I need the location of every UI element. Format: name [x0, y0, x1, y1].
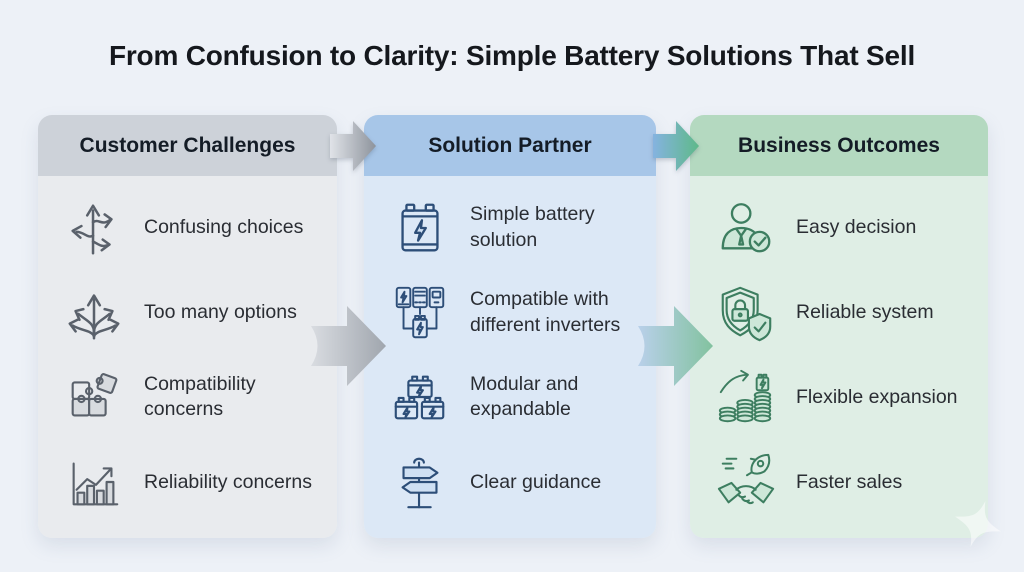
page-title: From Confusion to Clarity: Simple Batter…	[108, 40, 916, 71]
item-label: Compatible with different inverters	[470, 288, 621, 336]
list-item: Faster sales	[690, 443, 988, 521]
list-item: Clear guidance	[364, 443, 656, 521]
item-label: Faster sales	[796, 470, 903, 493]
column-customer-challenges: Customer Challenges Confusing choices To…	[38, 115, 337, 538]
list-item: Reliable system	[690, 274, 988, 352]
flow-arrow-mid-2	[638, 306, 713, 386]
item-label: Simple battery solution	[470, 203, 595, 251]
list-item: Modular and expandable	[364, 358, 656, 436]
item-label: Easy decision	[796, 216, 917, 239]
item-label: Clear guidance	[470, 470, 602, 493]
column-header: Customer Challenges	[38, 115, 337, 176]
signpost-icon	[388, 450, 452, 514]
item-label: Reliability concerns	[144, 470, 312, 493]
item-label: Modular and expandable	[470, 373, 579, 421]
battery-stack-icon	[388, 365, 452, 429]
coins-growth-icon	[714, 365, 778, 429]
list-item: Easy decision	[690, 189, 988, 267]
list-item: Simple battery solution	[364, 189, 656, 267]
flow-arrow-header-2	[653, 121, 699, 171]
column-business-outcomes: Business Outcomes Easy decision Reliable…	[690, 115, 988, 538]
handshake-rocket-icon	[714, 450, 778, 514]
battery-icon	[388, 196, 452, 260]
column-header: Business Outcomes	[690, 115, 988, 176]
list-item: Flexible expansion	[690, 358, 988, 436]
confusing-paths-icon	[62, 196, 126, 260]
flow-arrow-header-1	[330, 121, 376, 171]
column-header: Solution Partner	[364, 115, 656, 176]
item-label: Compatibility concerns	[144, 373, 256, 421]
shield-lock-icon	[714, 281, 778, 345]
column-body: Confusing choices Too many options Compa…	[38, 176, 337, 538]
person-check-icon	[714, 196, 778, 260]
item-label: Flexible expansion	[796, 385, 958, 408]
list-item: Compatible with different inverters	[364, 274, 656, 352]
list-item: Reliability concerns	[38, 443, 337, 521]
column-body: Simple battery solution Compatible with …	[364, 176, 656, 538]
list-item: Compatibility concerns	[38, 358, 337, 436]
flow-arrow-mid-1	[311, 306, 386, 386]
item-label: Reliable system	[796, 300, 934, 323]
item-label: Too many options	[144, 300, 297, 323]
column-body: Easy decision Reliable system Flexible e…	[690, 176, 988, 538]
bar-chart-trend-icon	[62, 450, 126, 514]
inverters-icon	[388, 281, 452, 345]
sparkle-watermark	[955, 501, 1001, 547]
branching-arrows-icon	[62, 281, 126, 345]
list-item: Confusing choices	[38, 189, 337, 267]
list-item: Too many options	[38, 274, 337, 352]
puzzle-pieces-icon	[62, 365, 126, 429]
item-label: Confusing choices	[144, 216, 304, 239]
column-solution-partner: Solution Partner Simple battery solution…	[364, 115, 656, 538]
